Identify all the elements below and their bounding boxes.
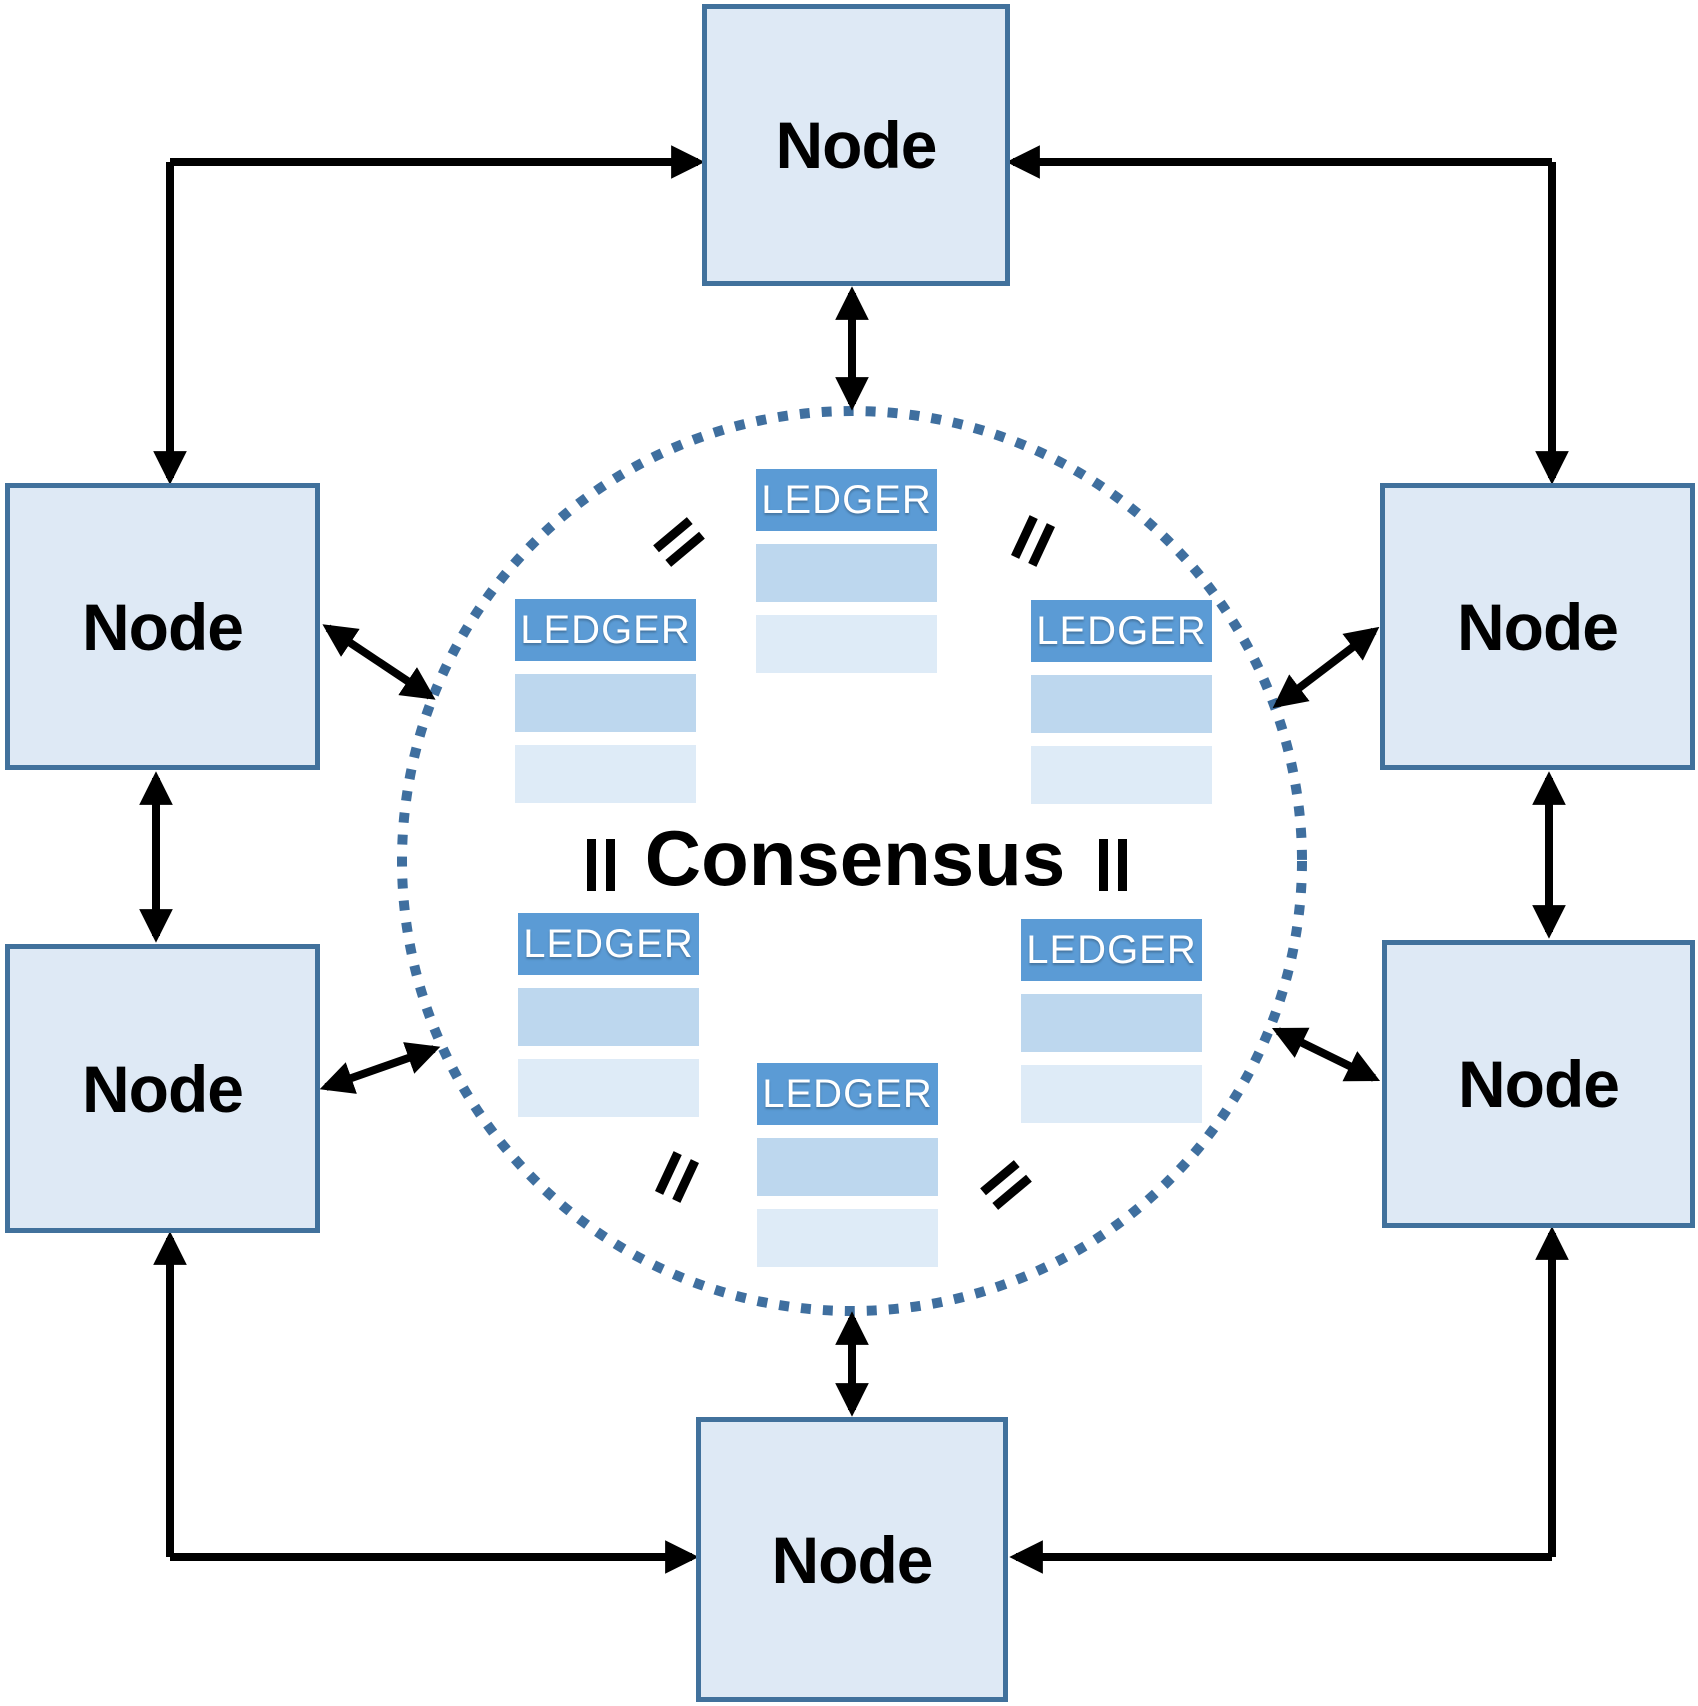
ledger-row: [515, 674, 696, 732]
node-bottom: Node: [696, 1417, 1008, 1702]
node-upper-left: Node: [5, 483, 320, 770]
node-upper-right: Node: [1380, 483, 1695, 770]
arrow-upper-left-node-circle: [322, 624, 436, 700]
ledger-header: LEDGER: [757, 1063, 938, 1125]
ledger-upper-right: LEDGER: [1031, 600, 1212, 817]
ledger-row: [756, 615, 937, 673]
ledger-row: [756, 544, 937, 602]
elbow-arrow-bottom-right: [1009, 1226, 1569, 1574]
ledger-row: [1021, 994, 1202, 1052]
ledger-lower-left: LEDGER: [518, 913, 699, 1130]
ledger-lower-right: LEDGER: [1021, 919, 1202, 1136]
equals-icon: [1011, 515, 1055, 567]
ledger-upper-left: LEDGER: [515, 599, 696, 816]
ledger-row: [757, 1209, 938, 1267]
equals-icon: [1099, 839, 1127, 891]
ledger-bottom: LEDGER: [757, 1063, 938, 1280]
node-lower-right: Node: [1382, 940, 1695, 1228]
node-lower-left: Node: [5, 944, 320, 1233]
ledger-header: LEDGER: [515, 599, 696, 661]
ledger-top: LEDGER: [756, 469, 937, 686]
ledger-header: LEDGER: [1021, 919, 1202, 981]
ledger-row: [518, 988, 699, 1046]
node-label: Node: [775, 108, 938, 182]
equals-icon: [653, 517, 705, 567]
ledger-row: [515, 745, 696, 803]
node-top: Node: [702, 4, 1010, 286]
ledger-row: [1031, 746, 1212, 804]
node-label: Node: [1457, 589, 1619, 664]
arrow-lower-right-node-circle: [1271, 1027, 1381, 1082]
ledger-row: [1031, 675, 1212, 733]
elbow-arrow-bottom-left: [153, 1231, 699, 1574]
ledger-row: [757, 1138, 938, 1196]
arrow-lower-left-node-circle: [319, 1042, 441, 1094]
node-label: Node: [82, 1051, 244, 1126]
elbow-arrow-top-right: [1006, 145, 1569, 485]
ledger-header: LEDGER: [1031, 600, 1212, 662]
equals-icon: [655, 1151, 699, 1203]
ledger-row: [1021, 1065, 1202, 1123]
ledger-row: [518, 1059, 699, 1117]
equals-icon: [980, 1160, 1032, 1210]
arrow-upper-right-node-circle: [1272, 626, 1380, 709]
consensus-label: Consensus: [644, 813, 1066, 902]
consensus-circle: [397, 406, 1307, 1316]
equals-icon: [587, 839, 615, 891]
elbow-arrow-top-left: [153, 145, 705, 485]
ledger-header: LEDGER: [518, 913, 699, 975]
node-label: Node: [1458, 1047, 1620, 1121]
ledger-header: LEDGER: [756, 469, 937, 531]
node-label: Node: [771, 1522, 934, 1597]
node-label: Node: [82, 589, 244, 664]
